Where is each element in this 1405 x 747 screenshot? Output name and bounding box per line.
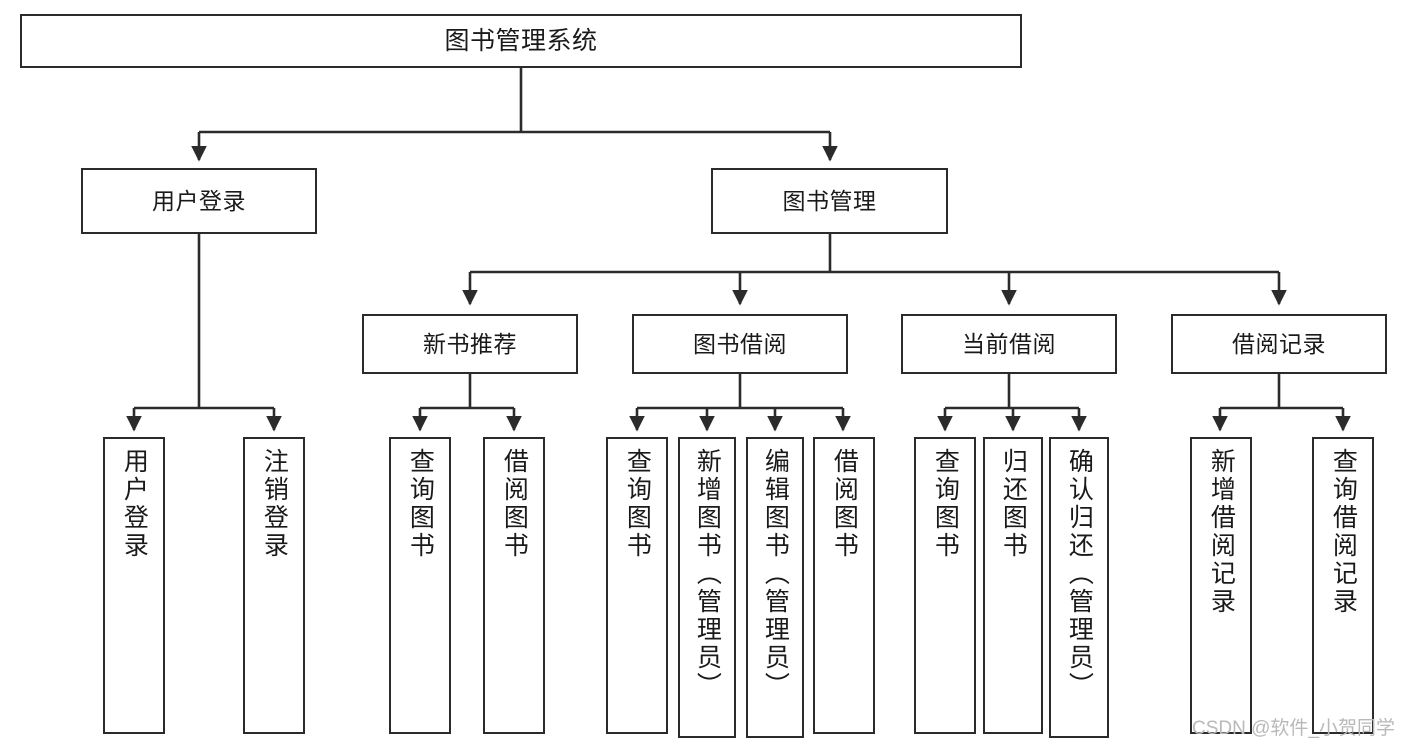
node-label: 查询图书 bbox=[623, 448, 652, 560]
node-label: 用户登录 bbox=[152, 187, 246, 214]
node-label: 确认归还（管理员） bbox=[1065, 448, 1094, 700]
node-label: 查询图书 bbox=[406, 448, 435, 560]
node-current-borrow[interactable]: 当前借阅 bbox=[901, 314, 1117, 374]
node-label: 编辑图书（管理员） bbox=[761, 448, 790, 700]
node-new-book-recommend[interactable]: 新书推荐 bbox=[362, 314, 578, 374]
node-label: 图书借阅 bbox=[693, 330, 787, 357]
leaf-add-book-admin[interactable]: 新增图书（管理员） bbox=[678, 437, 736, 738]
node-label: 当前借阅 bbox=[962, 330, 1056, 357]
node-label: 借阅图书 bbox=[830, 448, 859, 560]
leaf-borrow-book[interactable]: 借阅图书 bbox=[813, 437, 875, 734]
node-book-management[interactable]: 图书管理 bbox=[711, 168, 948, 234]
node-label: 归还图书 bbox=[999, 448, 1028, 560]
csdn-watermark: CSDN @软件_小贺同学 bbox=[1192, 718, 1395, 739]
leaf-query-book-borrow[interactable]: 查询图书 bbox=[606, 437, 668, 734]
leaf-confirm-return-admin[interactable]: 确认归还（管理员） bbox=[1049, 437, 1109, 738]
node-label: 注销登录 bbox=[260, 448, 289, 560]
leaf-borrow-book-recommend[interactable]: 借阅图书 bbox=[483, 437, 545, 734]
node-label: 图书管理系统 bbox=[444, 26, 598, 55]
node-label: 查询借阅记录 bbox=[1329, 448, 1358, 616]
node-root-book-management-system[interactable]: 图书管理系统 bbox=[20, 14, 1022, 68]
leaf-query-book-current[interactable]: 查询图书 bbox=[914, 437, 976, 734]
leaf-query-borrow-record[interactable]: 查询借阅记录 bbox=[1312, 437, 1374, 734]
node-label: 图书管理 bbox=[782, 187, 877, 214]
leaf-add-borrow-record[interactable]: 新增借阅记录 bbox=[1190, 437, 1252, 734]
node-label: 用户登录 bbox=[120, 448, 149, 560]
node-label: 查询图书 bbox=[931, 448, 960, 560]
leaf-edit-book-admin[interactable]: 编辑图书（管理员） bbox=[746, 437, 804, 738]
node-label: 新书推荐 bbox=[423, 330, 517, 357]
node-book-borrow[interactable]: 图书借阅 bbox=[632, 314, 848, 374]
leaf-logout-login[interactable]: 注销登录 bbox=[243, 437, 305, 734]
node-label: 借阅图书 bbox=[500, 448, 529, 560]
leaf-return-book[interactable]: 归还图书 bbox=[983, 437, 1043, 734]
node-label: 新增借阅记录 bbox=[1207, 448, 1236, 616]
node-label: 借阅记录 bbox=[1232, 330, 1326, 357]
node-label: 新增图书（管理员） bbox=[693, 448, 722, 700]
node-borrow-record[interactable]: 借阅记录 bbox=[1171, 314, 1387, 374]
leaf-query-book-recommend[interactable]: 查询图书 bbox=[389, 437, 451, 734]
node-user-login[interactable]: 用户登录 bbox=[81, 168, 317, 234]
leaf-user-login[interactable]: 用户登录 bbox=[103, 437, 165, 734]
